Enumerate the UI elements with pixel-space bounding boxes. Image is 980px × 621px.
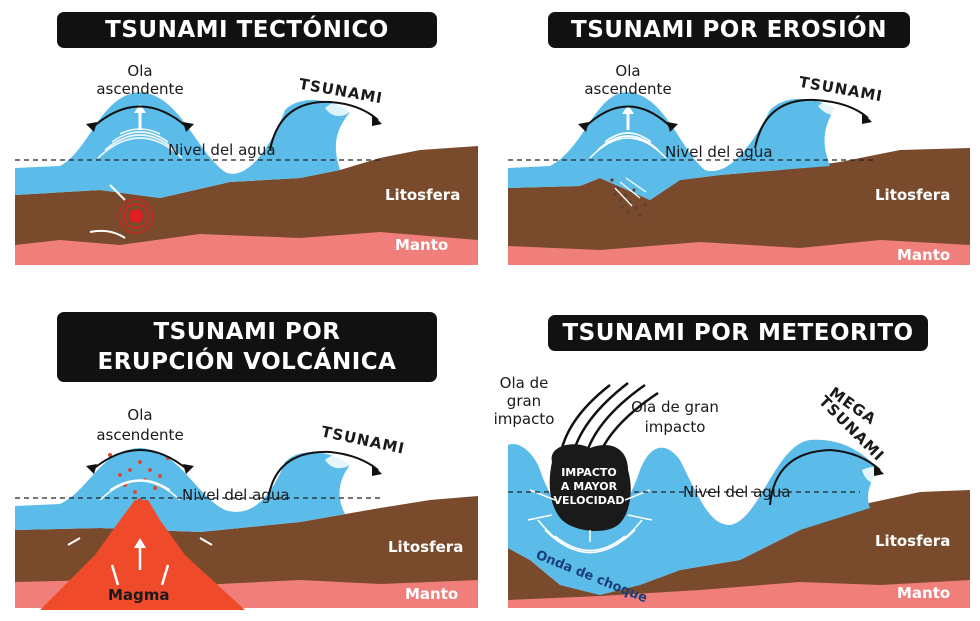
meteorite-water-level-label: Nivel del agua: [683, 483, 791, 501]
volcanic-mantle-label: Manto: [405, 585, 458, 603]
tectonic-mantle-label: Manto: [395, 236, 448, 254]
meteorite-lithosphere: [508, 490, 970, 600]
impact-wave-left-label-3: impacto: [494, 410, 555, 428]
meteorite-title: TSUNAMI POR METEORITO: [548, 315, 928, 351]
impact-wave-right-label-2: impacto: [645, 418, 706, 436]
volcanic-title: TSUNAMI POR ERUPCIÓN VOLCÁNICA: [57, 312, 437, 382]
erosion-rising-wave-label-2: ascendente: [584, 80, 671, 98]
epicenter-marker: [129, 209, 143, 223]
volcanic-title-line-1: TSUNAMI POR: [153, 319, 341, 345]
meteorite-water: [508, 439, 880, 595]
erosion-lithosphere: [508, 148, 970, 250]
tectonic-water-level-label: Nivel del agua: [168, 141, 276, 159]
meteorite-mantle-label: Manto: [897, 584, 950, 602]
volcanic-lithosphere-label: Litosfera: [388, 538, 463, 556]
tectonic-water: [15, 92, 350, 198]
erosion-title: TSUNAMI POR EROSIÓN: [548, 12, 910, 48]
impact-wave-right-label-1: Ola de gran: [631, 398, 719, 416]
erosion-mantle-label: Manto: [897, 246, 950, 264]
tectonic-rising-wave-label-2: ascendente: [96, 80, 183, 98]
impact-text-line-2: A MAYOR: [561, 480, 618, 493]
impact-wave-left-label-2: gran: [507, 392, 541, 410]
volcanic-rising-wave-label-2: ascendente: [96, 426, 183, 444]
tectonic-rising-wave-label-1: Ola: [127, 62, 152, 80]
volcanic-rising-wave-label-1: Ola: [127, 406, 152, 424]
volcanic-water-level-label: Nivel del agua: [182, 486, 290, 504]
erosion-rising-wave-label-1: Ola: [615, 62, 640, 80]
impact-text-line-1: IMPACTO: [561, 466, 617, 479]
magma-label: Magma: [108, 586, 170, 604]
tectonic-lithosphere-label: Litosfera: [385, 186, 460, 204]
volcanic-title-line-2: ERUPCIÓN VOLCÁNICA: [97, 349, 397, 375]
tectonic-title-text: TSUNAMI TECTÓNICO: [105, 17, 389, 43]
impact-text-line-3: VELOCIDAD: [554, 494, 625, 507]
tectonic-title: TSUNAMI TECTÓNICO: [57, 12, 437, 48]
volcano-cone: [40, 500, 245, 610]
meteorite-title-text: TSUNAMI POR METEORITO: [562, 320, 914, 346]
meteorite-body: [549, 444, 631, 532]
erosion-water: [508, 92, 835, 200]
erosion-water-level-label: Nivel del agua: [665, 143, 773, 161]
erosion-title-text: TSUNAMI POR EROSIÓN: [571, 17, 887, 43]
impact-wave-left-label-1: Ola de: [500, 374, 549, 392]
erosion-lithosphere-label: Litosfera: [875, 186, 950, 204]
volcanic-water: [15, 448, 350, 532]
meteorite-lithosphere-label: Litosfera: [875, 532, 950, 550]
